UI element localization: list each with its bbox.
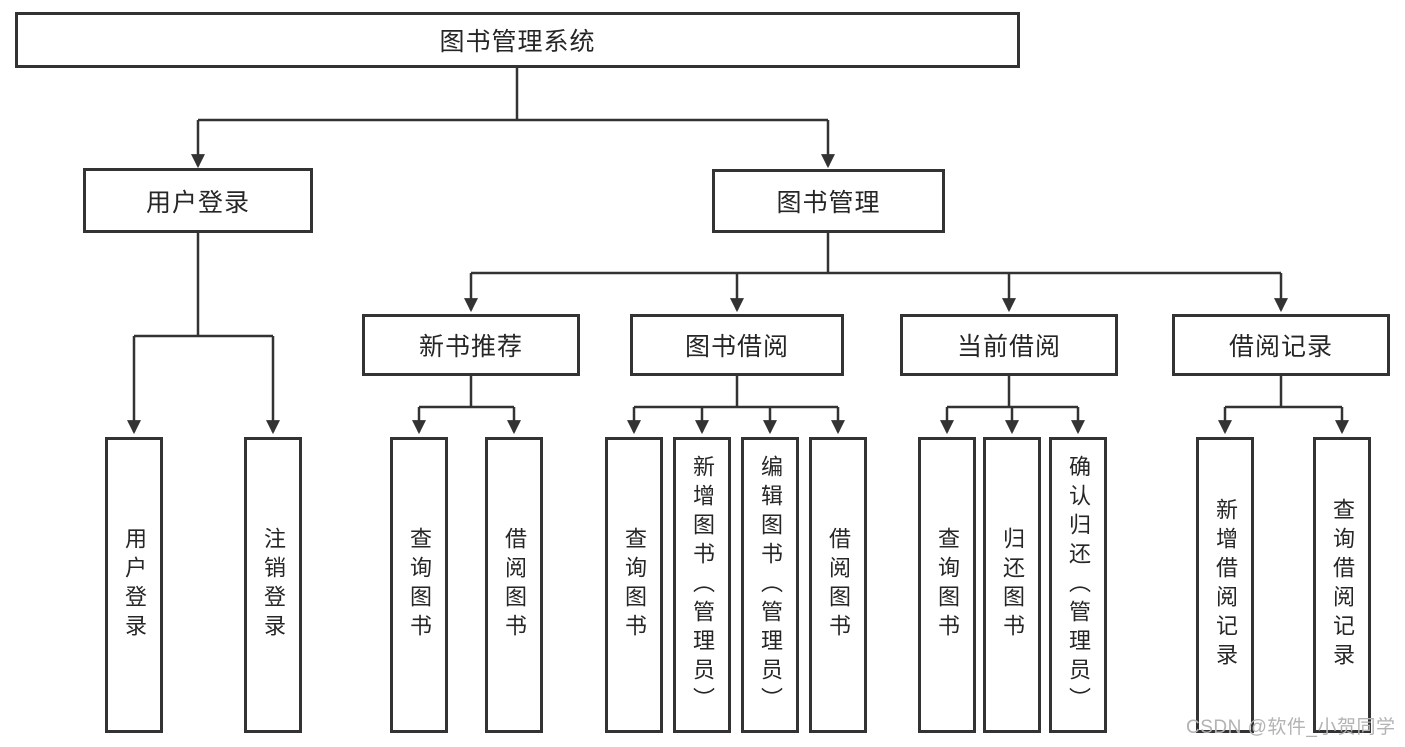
node-root-title: 图书管理系统 xyxy=(15,12,1020,68)
node-new-book-recommend: 新书推荐 xyxy=(362,314,580,376)
leaf-newbook-borrow-books: 借阅图书 xyxy=(485,437,543,733)
leaf-current-query-books: 查询图书 xyxy=(918,437,976,733)
leaf-records-add-record: 新增借阅记录 xyxy=(1196,437,1254,733)
node-current-borrow: 当前借阅 xyxy=(900,314,1118,376)
leaf-borrow-borrow-books: 借阅图书 xyxy=(809,437,867,733)
leaf-newbook-query-books: 查询图书 xyxy=(390,437,448,733)
leaf-borrow-query-books: 查询图书 xyxy=(605,437,663,733)
leaf-records-query-record: 查询借阅记录 xyxy=(1313,437,1371,733)
node-book-management: 图书管理 xyxy=(712,169,945,233)
node-book-borrow: 图书借阅 xyxy=(630,314,844,376)
leaf-borrow-add-books-admin: 新增图书（管理员） xyxy=(673,437,731,733)
leaf-logout: 注销登录 xyxy=(244,437,302,733)
csdn-watermark: CSDN @软件_小贺同学 xyxy=(1186,717,1396,738)
node-borrow-records: 借阅记录 xyxy=(1172,314,1390,376)
leaf-current-confirm-return-admin: 确认归还（管理员） xyxy=(1049,437,1107,733)
leaf-current-return-books: 归还图书 xyxy=(983,437,1041,733)
leaf-borrow-edit-books-admin: 编辑图书（管理员） xyxy=(741,437,799,733)
node-user-login: 用户登录 xyxy=(83,168,313,233)
leaf-user-login: 用户登录 xyxy=(105,437,163,733)
